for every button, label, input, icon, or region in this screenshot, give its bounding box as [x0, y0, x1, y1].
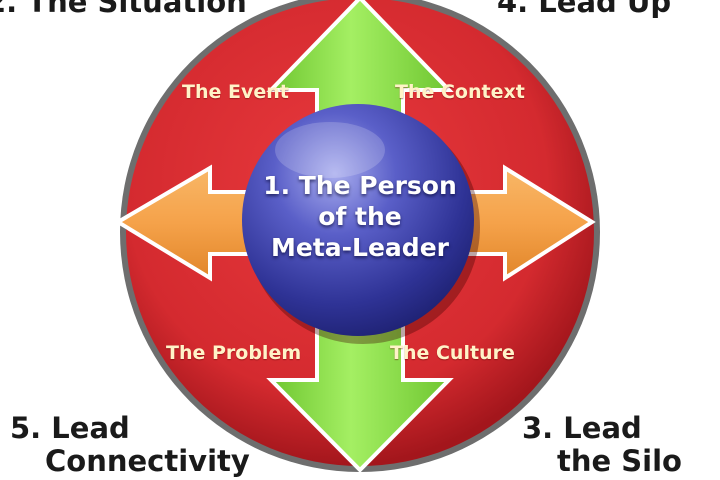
corner-label-lead-connectivity: 5. Lead Connectivity — [10, 412, 250, 478]
sphere-highlight — [275, 122, 385, 178]
lead-connectivity-line2: Connectivity — [45, 444, 250, 478]
corner-label-situation: 2. The Situation — [0, 0, 247, 19]
lead-up-text: 4. Lead Up — [497, 0, 672, 19]
segment-label-event: The Event — [182, 81, 289, 103]
segment-label-culture: The Culture — [390, 342, 515, 364]
segment-label-problem: The Problem — [166, 342, 302, 364]
lead-silo-line1: 3. Lead — [522, 411, 642, 445]
center-sphere — [242, 104, 474, 336]
segment-label-context: The Context — [395, 81, 525, 103]
corner-label-lead-silo: 3. Lead the Silo — [522, 412, 682, 478]
center-line1: 1. The Person — [263, 171, 457, 200]
lead-connectivity-line1: 5. Lead — [10, 411, 130, 445]
lead-silo-line2: the Silo — [557, 444, 682, 478]
corner-label-lead-up: 4. Lead Up — [497, 0, 671, 19]
situation-text: 2. The Situation — [0, 0, 247, 19]
center-line2: of the — [318, 202, 402, 231]
center-label: 1. The Person of the Meta-Leader — [240, 170, 480, 263]
center-line3: Meta-Leader — [271, 233, 449, 262]
